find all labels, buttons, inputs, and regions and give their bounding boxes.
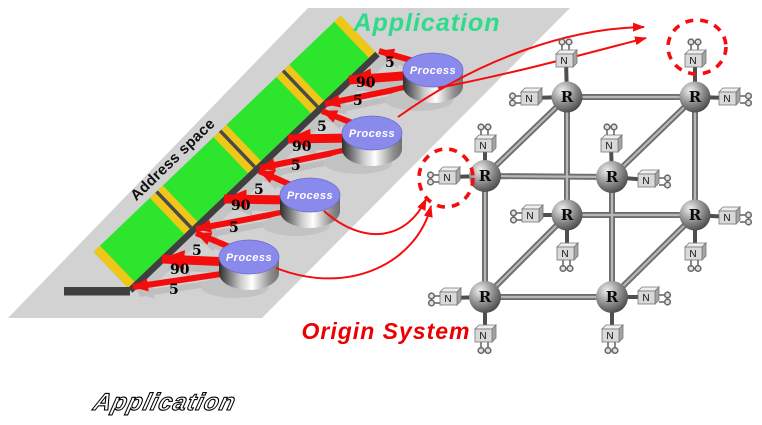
process-4: Process	[218, 239, 280, 290]
p3-label-90: 90	[231, 198, 251, 214]
svg-text:N: N	[723, 213, 730, 224]
svg-text:N: N	[689, 56, 696, 67]
node-ftr-right: N	[637, 169, 672, 189]
svg-text:R: R	[561, 206, 574, 224]
process-2-label: Process	[349, 128, 395, 140]
node-btl-left: N	[508, 87, 543, 107]
curve-p4-to-local-node	[275, 205, 433, 280]
p2-label-5b: 5	[291, 158, 301, 174]
arrow-p1-bot5	[324, 82, 419, 108]
svg-text:R: R	[606, 168, 619, 186]
process-1: Process	[402, 52, 464, 103]
svg-text:R: R	[689, 88, 702, 106]
svg-text:N: N	[605, 141, 612, 152]
highlight-circle-local-node	[417, 147, 475, 209]
highlight-circle-remote-node	[666, 18, 728, 76]
arrow-labels: 5 90 5 5 90 5 5 90 5 5 90 5	[169, 55, 395, 298]
svg-text:R: R	[479, 167, 492, 185]
router-front-top-left: R	[469, 160, 501, 192]
svg-text:N: N	[642, 176, 649, 187]
p1-label-5a: 5	[385, 55, 395, 71]
p2-label-90: 90	[292, 139, 312, 155]
svg-text:N: N	[479, 141, 486, 152]
router-front-top-right: R	[596, 161, 628, 193]
strip-3d-edge	[128, 51, 380, 293]
router-back-bottom-right: R	[679, 199, 711, 231]
process-1-label: Process	[410, 65, 456, 77]
router-front-bottom-right: R	[596, 281, 628, 313]
curve-p1-to-remote-node	[437, 36, 647, 89]
svg-text:N: N	[689, 249, 696, 260]
node-fbl-down: N	[474, 324, 497, 355]
p1-label-90: 90	[356, 75, 376, 91]
svg-text:N: N	[525, 94, 532, 105]
node-btr-right: N	[718, 87, 753, 107]
svg-text:R: R	[606, 288, 619, 306]
router-back-bottom-left: R	[551, 199, 583, 231]
node-btr-up-highlighted: N	[684, 38, 707, 68]
application-caption: Application	[90, 389, 239, 416]
curve-p2-to-remote-node	[397, 22, 645, 118]
process-3: Process	[279, 177, 341, 228]
node-bbr-down: N	[684, 242, 707, 273]
p3-label-5a: 5	[254, 182, 264, 198]
process-4-label: Process	[226, 252, 272, 264]
svg-text:N: N	[642, 293, 649, 304]
node-bbl-left: N	[509, 204, 544, 224]
svg-text:R: R	[561, 88, 574, 106]
svg-text:N: N	[526, 211, 533, 222]
application-title: Application	[352, 9, 500, 37]
curve-p3-to-local-node	[323, 198, 427, 236]
node-fbl-left: N	[427, 287, 462, 307]
arrow-p4-bot5	[132, 269, 236, 292]
svg-text:N: N	[723, 94, 730, 105]
routers: R R R R R R R R	[469, 81, 711, 313]
node-ftr-up: N	[600, 123, 623, 153]
svg-text:N: N	[606, 331, 613, 342]
placement-curves	[275, 22, 647, 280]
node-bbr-right: N	[718, 206, 753, 226]
node-btl-up: N	[555, 38, 578, 68]
arrow-p2-bot5	[259, 145, 358, 172]
svg-text:N: N	[560, 56, 567, 67]
process-2: Process	[341, 115, 403, 166]
node-ftl-up: N	[474, 123, 497, 153]
segment-dividers	[149, 64, 324, 235]
node-bbl-down: N	[556, 242, 579, 273]
router-back-top-left: R	[551, 81, 583, 113]
router-front-bottom-left: R	[469, 281, 501, 313]
p2-label-5a: 5	[317, 119, 327, 135]
p4-label-5a: 5	[192, 243, 202, 259]
svg-text:N: N	[443, 173, 450, 184]
svg-text:N: N	[479, 331, 486, 342]
arrow-p3-bot5	[195, 207, 297, 233]
svg-text:R: R	[689, 206, 702, 224]
network-nodes: N N N N N N N N N N N N N N N N	[426, 38, 753, 355]
p1-label-5b: 5	[353, 93, 363, 109]
p3-label-5b: 5	[229, 220, 239, 236]
process-3-label: Process	[287, 190, 333, 202]
p4-label-90: 90	[170, 262, 190, 278]
svg-text:N: N	[561, 249, 568, 260]
svg-text:N: N	[444, 294, 451, 305]
node-ftl-left-highlighted: N	[426, 166, 461, 186]
origin-system-title: Origin System	[302, 318, 471, 344]
process-cylinders: Process Process Process Process	[201, 52, 464, 298]
node-fbr-down: N	[601, 324, 624, 355]
router-back-top-right: R	[679, 81, 711, 113]
strip-end-bar	[64, 287, 130, 296]
node-fbr-right: N	[637, 286, 672, 306]
svg-text:R: R	[479, 288, 492, 306]
p4-label-5b: 5	[169, 282, 179, 298]
network-edges	[482, 94, 698, 300]
